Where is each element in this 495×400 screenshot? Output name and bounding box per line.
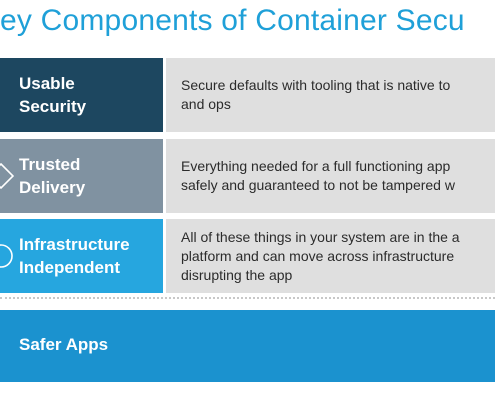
safer-apps-bar: Safer Apps [0,310,495,382]
component-description-box: Secure defaults with tooling that is nat… [166,58,495,132]
component-description: Secure defaults with tooling that is nat… [181,77,451,112]
dotted-divider [0,297,495,299]
component-label: Trusted Delivery [19,155,86,197]
component-label-box: Trusted Delivery [0,139,163,213]
outline-diamond-icon [0,163,14,189]
outline-circle-icon [0,244,13,268]
component-label-box: Usable Security [0,58,163,132]
slide-title: ey Components of Container Secu [0,4,465,37]
component-description: All of these things in your system are i… [181,229,460,283]
component-label-box: Infrastructure Independent [0,219,163,293]
safer-apps-label: Safer Apps [19,335,109,354]
component-description-box: Everything needed for a full functioning… [166,139,495,213]
component-label: Usable Security [19,74,87,116]
component-label: Infrastructure Independent [19,235,130,277]
component-description-box: All of these things in your system are i… [166,219,495,293]
component-description: Everything needed for a full functioning… [181,158,455,193]
